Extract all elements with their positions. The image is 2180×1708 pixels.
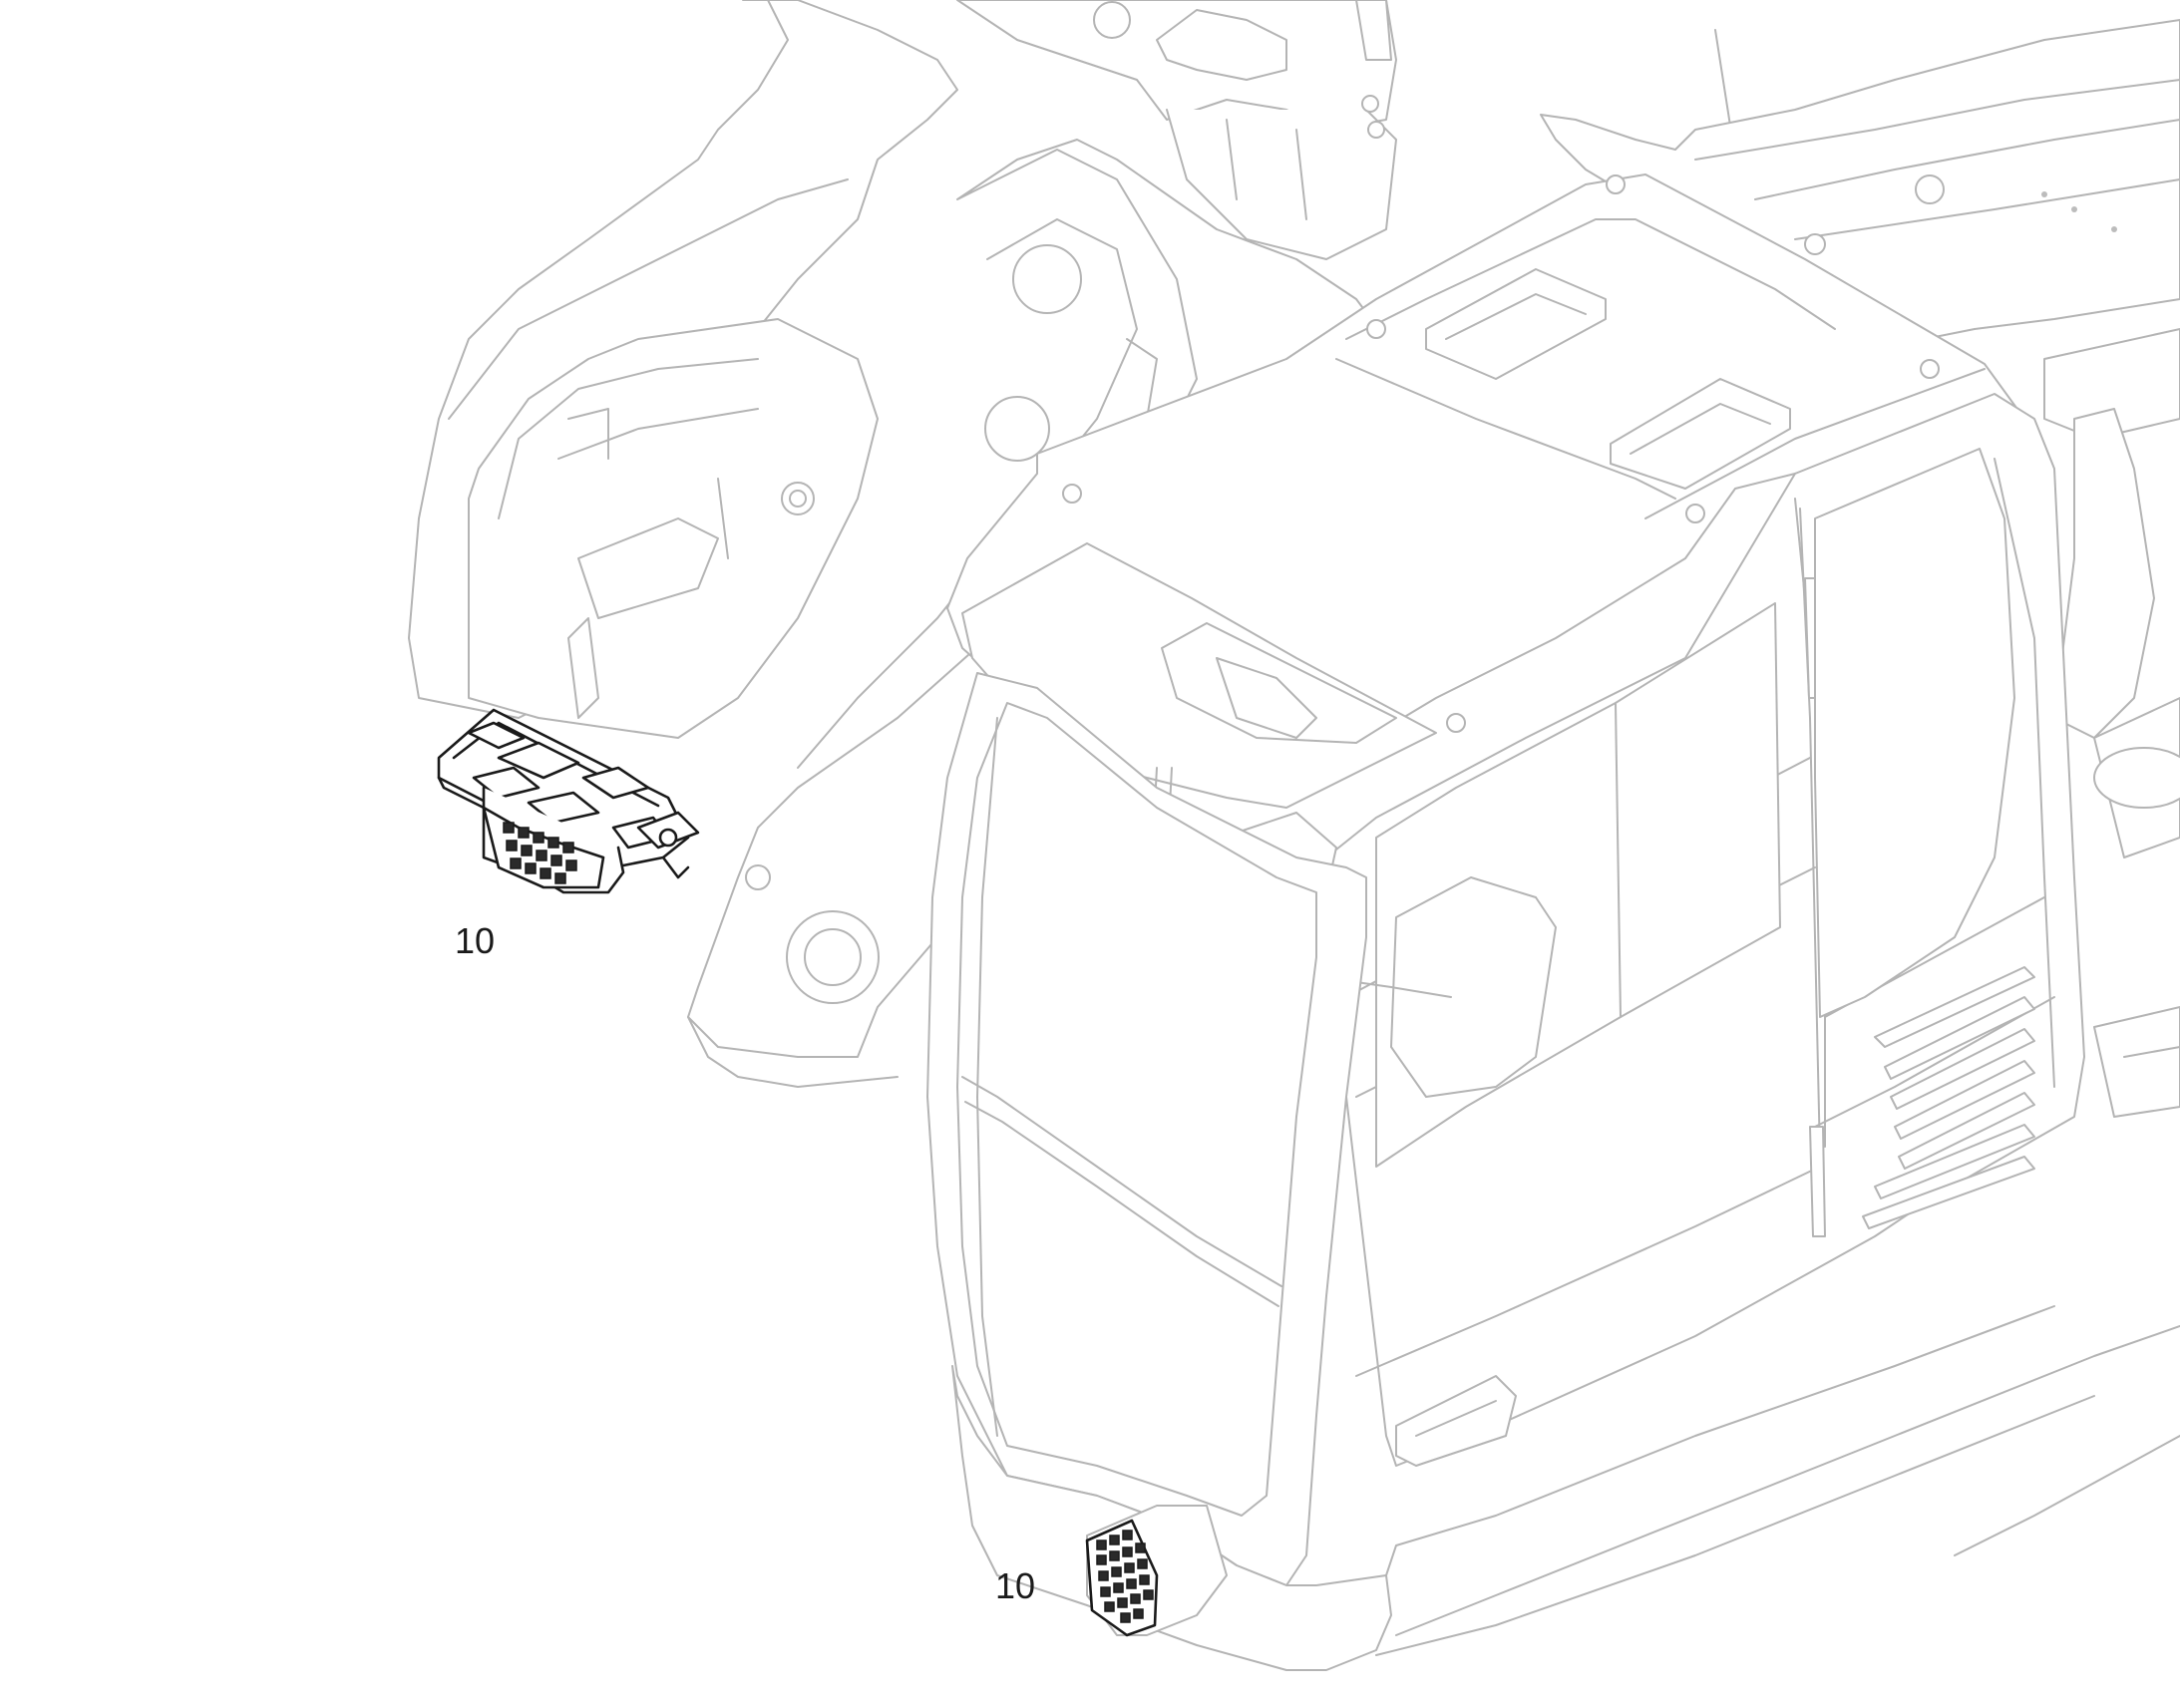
- right-background: [1375, 19, 2180, 1656]
- rear-top-structures: [956, 0, 1397, 260]
- cab-front-frame: [926, 672, 2055, 1671]
- callout-upper-step: 10: [455, 920, 496, 961]
- lower-step-mesh: [1096, 1530, 1154, 1623]
- lower-step-part: [1085, 1505, 1228, 1637]
- cab-body: [946, 173, 2085, 1467]
- rear-frame: [408, 0, 958, 739]
- side-vents: [1862, 966, 2035, 1229]
- upper-step-part: [437, 708, 700, 894]
- upper-step-mesh: [503, 822, 577, 884]
- callout-lower-step: 10: [995, 1565, 1036, 1606]
